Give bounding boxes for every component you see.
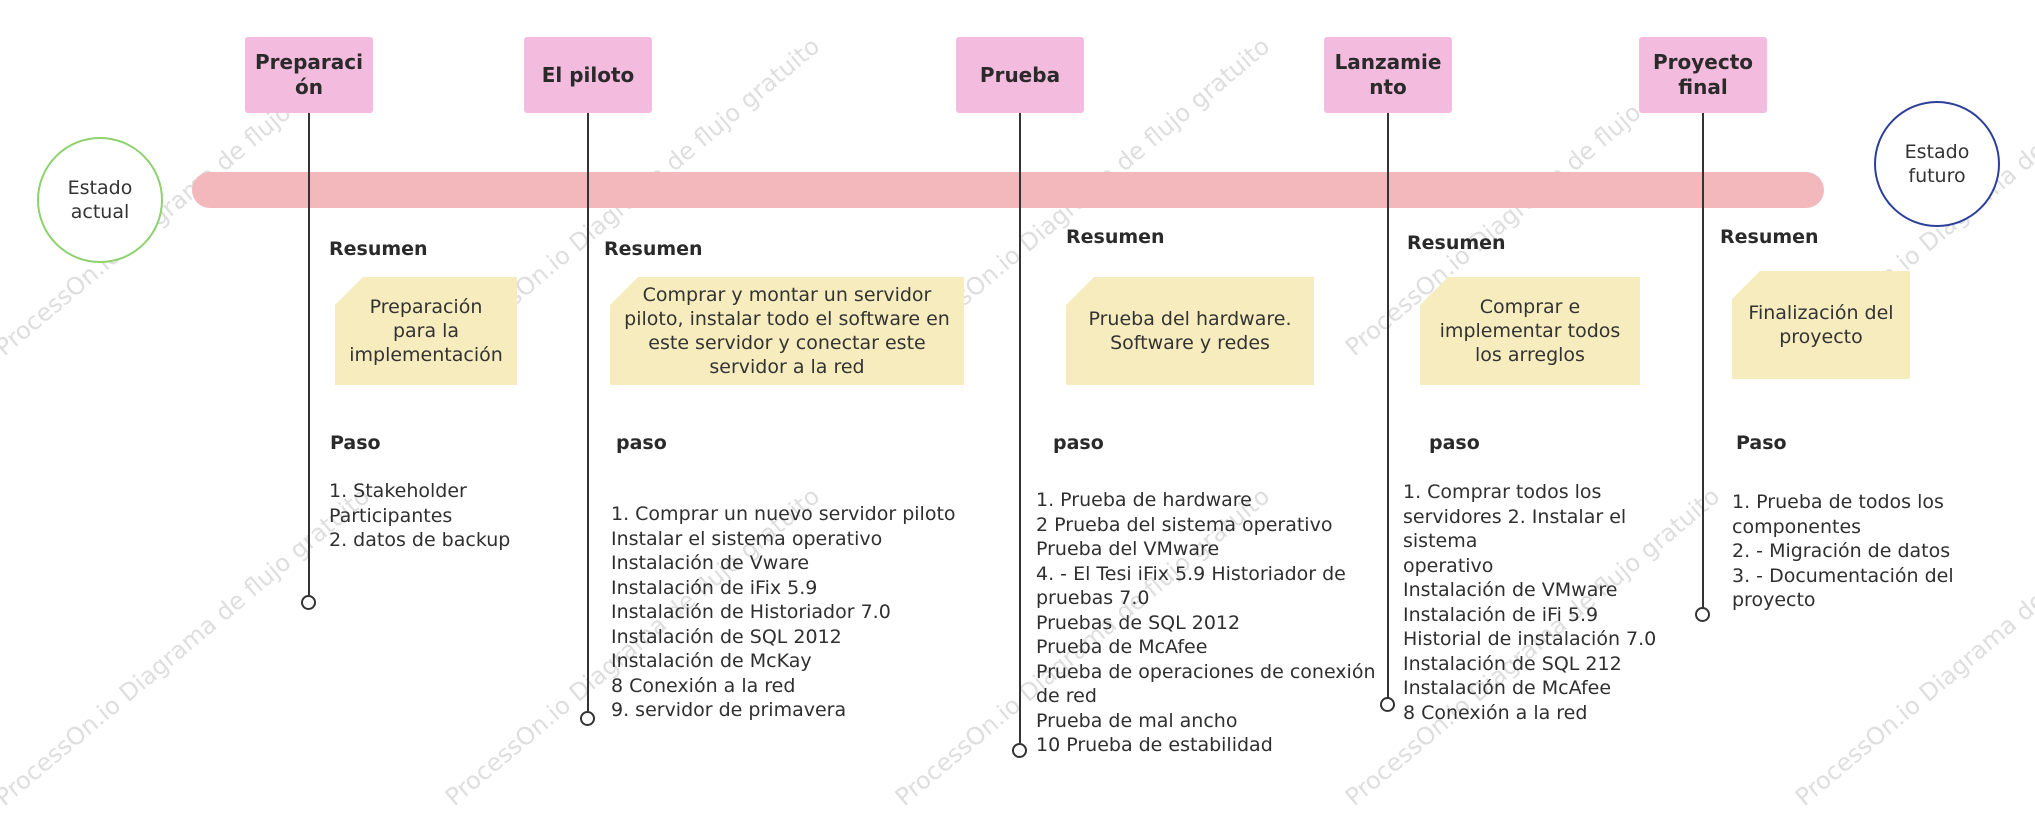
step-label: paso — [616, 432, 667, 454]
phase-connector-line — [308, 113, 310, 595]
phase-end-dot — [1380, 697, 1395, 712]
steps-list: 1. Prueba de hardware 2 Prueba del siste… — [1036, 489, 1376, 756]
summary-note: Comprar y montar un servidor piloto, ins… — [610, 277, 964, 385]
summary-text: Finalización del proyecto — [1748, 302, 1894, 348]
summary-note: Prueba del hardware. Software y redes — [1066, 277, 1314, 385]
phase-connector-line — [1387, 113, 1389, 698]
phase-end-dot — [580, 711, 595, 726]
phase-title: El piloto — [541, 62, 635, 87]
phase-title: Proyecto final — [1652, 50, 1754, 99]
steps-list: 1. Comprar un nuevo servidor piloto Inst… — [611, 503, 956, 721]
phase-end-dot — [301, 595, 316, 610]
summary-text: Comprar y montar un servidor piloto, ins… — [624, 284, 950, 378]
phase-box-lanzamiento: Lanzamiento — [1324, 37, 1452, 113]
phase-title: Preparación — [255, 50, 363, 99]
phase-title: Prueba — [979, 62, 1061, 87]
summary-note: Comprar e implementar todos los arreglos — [1420, 277, 1640, 385]
summary-text: Preparación para la implementación — [349, 296, 503, 366]
phase-connector-line — [1702, 113, 1704, 608]
phase-box-preparacion: Preparación — [245, 37, 373, 113]
phase-box-proyecto-final: Proyecto final — [1639, 37, 1767, 113]
step-label: paso — [1429, 432, 1480, 454]
step-label: Paso — [1736, 432, 1787, 454]
summary-label: Resumen — [1720, 226, 1819, 248]
phase-box-el-piloto: El piloto — [524, 37, 652, 113]
steps-list: 1. Stakeholder Participantes 2. datos de… — [329, 480, 511, 551]
phase-end-dot — [1012, 743, 1027, 758]
summary-label: Resumen — [604, 238, 703, 260]
future-state-node: Estado futuro — [1874, 101, 2000, 227]
step-label: Paso — [330, 432, 381, 454]
timeline-bar — [192, 172, 1824, 208]
phase-box-prueba: Prueba — [956, 37, 1084, 113]
summary-note: Finalización del proyecto — [1732, 271, 1910, 379]
future-state-label: Estado futuro — [1904, 141, 1970, 187]
steps-list: 1. Comprar todos los servidores 2. Insta… — [1403, 481, 1657, 724]
summary-note: Preparación para la implementación — [335, 277, 517, 385]
summary-label: Resumen — [1066, 226, 1165, 248]
summary-label: Resumen — [1407, 232, 1506, 254]
current-state-label: Estado actual — [67, 177, 133, 223]
watermark-text: ProcessOn.io Diagrama de flujo gratuito — [0, 481, 376, 812]
steps-list: 1. Prueba de todos los componentes 2. - … — [1732, 491, 1954, 611]
summary-label: Resumen — [329, 238, 428, 260]
summary-text: Prueba del hardware. Software y redes — [1088, 308, 1292, 354]
current-state-node: Estado actual — [37, 137, 163, 263]
phase-connector-line — [1019, 113, 1021, 743]
summary-text: Comprar e implementar todos los arreglos — [1439, 296, 1621, 366]
phase-end-dot — [1695, 607, 1710, 622]
step-label: paso — [1053, 432, 1104, 454]
phase-title: Lanzamiento — [1334, 50, 1442, 99]
phase-connector-line — [587, 113, 589, 711]
